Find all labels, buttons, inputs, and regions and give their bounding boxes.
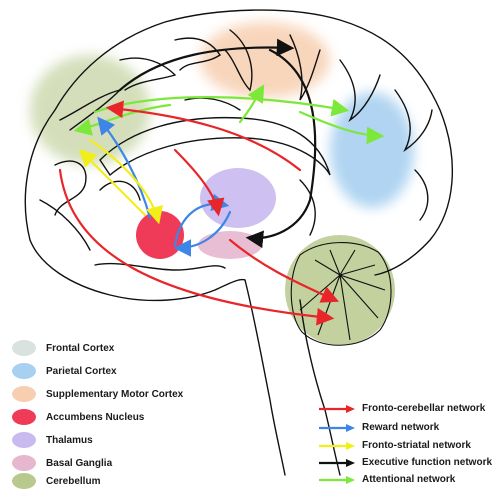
thalamus-region <box>200 168 276 228</box>
frontocerebellar-arrow-2 <box>58 168 335 326</box>
network-arrows <box>58 38 385 326</box>
cerebellum-region <box>285 235 395 345</box>
reward-arrow-3 <box>173 210 232 257</box>
corpus-callosum <box>99 116 331 177</box>
parietal-region <box>330 92 414 208</box>
frontocerebellar-arrow-1 <box>105 100 302 172</box>
cerebellum-folia <box>290 242 392 346</box>
temporal-outline <box>29 239 246 302</box>
frontocerebellar-arrow-4 <box>173 148 225 217</box>
brainstem-outline-back <box>299 299 341 476</box>
basal-ganglia-region <box>198 231 262 259</box>
cortex-outline <box>24 9 454 276</box>
frontostriatal-arrow-1 <box>88 138 164 225</box>
executive-arrow-2 <box>245 48 317 249</box>
frontostriatal-arrow-2 <box>78 148 147 217</box>
attentional-arrow-3 <box>298 110 385 145</box>
frontocerebellar-arrow-3 <box>228 238 340 303</box>
supplementary-motor-region <box>200 22 330 98</box>
brainstem-outline <box>244 279 286 476</box>
executive-arrow-1 <box>118 38 295 92</box>
frontal-cortex-region <box>30 55 150 165</box>
region-blobs <box>30 22 414 345</box>
attentional-arrow-2 <box>238 84 265 124</box>
